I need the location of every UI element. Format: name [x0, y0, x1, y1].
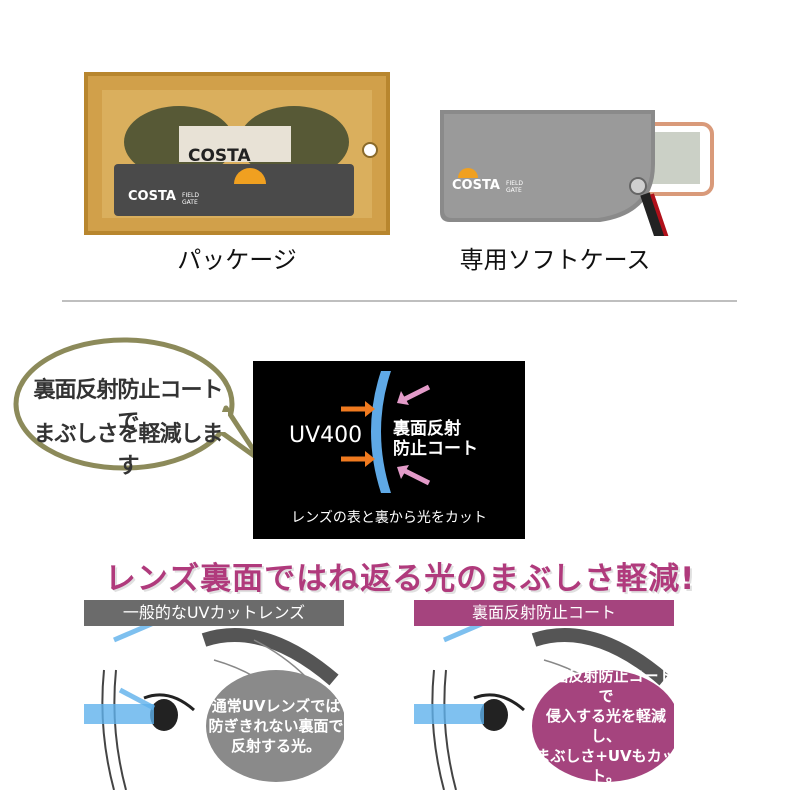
bubble-line-1: 裏面反射防止コートで [33, 378, 223, 435]
normal-lens-note: 通常UVレンズでは 防ぎきれない裏面で 反射する光。 [206, 670, 344, 782]
coated-lens-panel: 裏面反射防止コート 裏面反射防止コートで 侵入する光を軽減し、 まぶしさ+UVも… [414, 600, 674, 790]
coated-lens-note: 裏面反射防止コートで 侵入する光を軽減し、 まぶしさ+UVもカット。 [532, 667, 674, 785]
soft-case-illustration [440, 110, 714, 246]
package-case-logo: COSTA [128, 189, 176, 204]
uv400-label: UV400 [289, 423, 363, 448]
coated-note-line-1: 裏面反射防止コートで [538, 667, 674, 705]
soft-case-logo-sub: FIELD GATE [506, 180, 523, 194]
package-label-logo: COSTA [188, 146, 251, 166]
package-photo: COSTA COSTA FIELD GATE [84, 72, 390, 235]
normal-note-line-3: 反射する光。 [230, 737, 321, 755]
package-case-logo-sub: FIELD GATE [182, 192, 199, 206]
package-caption: パッケージ [177, 246, 297, 274]
speech-bubble [13, 337, 263, 471]
coated-lens-header: 裏面反射防止コート [414, 600, 674, 626]
normal-note-line-1: 通常UVレンズでは [211, 697, 341, 715]
section-divider [62, 300, 737, 302]
package-illustration [84, 72, 390, 235]
normal-lens-panel: 一般的なUVカットレンズ 通常UVレンズでは 防ぎきれない裏面で 反射する光。 [84, 600, 344, 790]
normal-lens-header: 一般的なUVカットレンズ [84, 600, 344, 626]
soft-case-caption: 専用ソフトケース [459, 246, 651, 274]
normal-note-line-2: 防ぎきれない裏面で [208, 717, 344, 735]
coat-label: 裏面反射 防止コート [393, 419, 503, 459]
coat-label-line-2: 防止コート [393, 439, 478, 459]
soft-case-photo: COSTA FIELD GATE [430, 104, 720, 246]
coated-note-line-3: まぶしさ+UVもカット。 [535, 747, 674, 785]
normal-eye-illustration [84, 607, 344, 790]
coated-note-line-2: 侵入する光を軽減し、 [545, 707, 666, 745]
coat-label-line-1: 裏面反射 [393, 419, 461, 439]
lens-diagram-panel: UV400 裏面反射 防止コート レンズの表と裏から光をカット [253, 361, 525, 539]
headline: レンズ裏面ではね返る光のまぶしさ軽減! [104, 561, 696, 597]
bubble-line-2: まぶしさを軽減します [33, 422, 223, 479]
lens-footer: レンズの表と裏から光をカット [291, 510, 487, 526]
lens-diagram [341, 371, 431, 493]
soft-case-logo: COSTA [452, 178, 500, 193]
